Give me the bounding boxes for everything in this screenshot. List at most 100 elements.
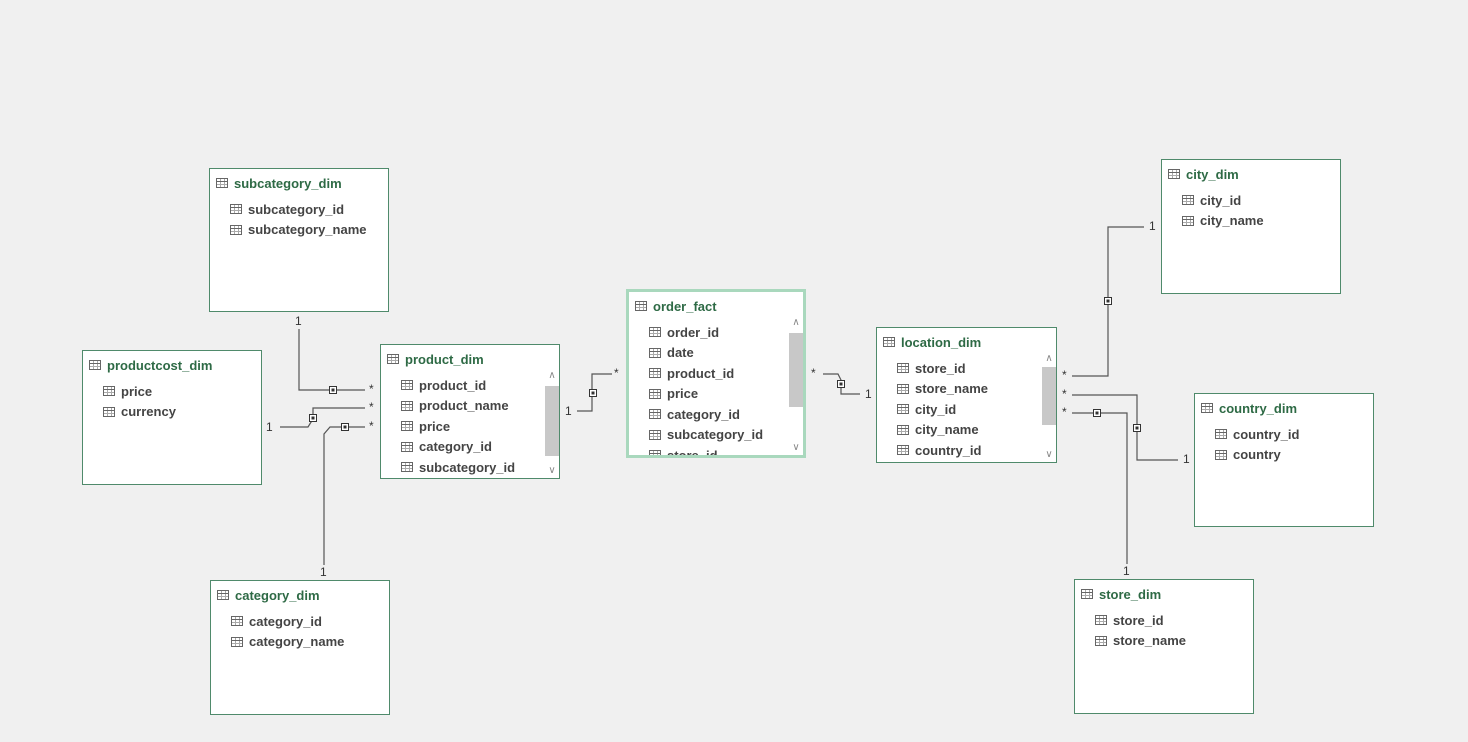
field-row[interactable]: country_id bbox=[897, 440, 1056, 461]
field-name: city_id bbox=[915, 401, 957, 417]
scroll-down-icon[interactable]: ∨ bbox=[792, 442, 800, 453]
field-row[interactable]: price bbox=[649, 384, 803, 405]
field-row[interactable]: subcategory_name bbox=[230, 220, 388, 241]
field-row[interactable]: subcategory_id bbox=[401, 457, 559, 478]
field-row[interactable]: currency bbox=[103, 402, 261, 423]
table-header[interactable]: location_dim bbox=[883, 333, 981, 351]
field-name: store_id bbox=[1113, 612, 1164, 628]
field-row[interactable]: city_name bbox=[897, 420, 1056, 441]
column-icon bbox=[401, 380, 413, 391]
field-row[interactable]: country bbox=[1215, 445, 1373, 466]
field-row[interactable]: order_id bbox=[649, 322, 803, 343]
field-row[interactable]: country_id bbox=[1215, 424, 1373, 445]
field-row[interactable]: category_id bbox=[231, 611, 389, 632]
field-row[interactable]: category_name bbox=[231, 632, 389, 653]
field-name: price bbox=[667, 386, 699, 402]
field-row[interactable]: store_id bbox=[649, 445, 803, 455]
scroll-up-icon[interactable]: ∧ bbox=[548, 370, 556, 381]
field-row[interactable]: city_name bbox=[1182, 211, 1340, 232]
field-row[interactable]: store_name bbox=[897, 379, 1056, 400]
column-icon bbox=[649, 450, 661, 455]
vertical-scrollbar[interactable]: ∧∨ bbox=[545, 370, 559, 478]
relationship-line-category-dim-product-dim[interactable] bbox=[323, 426, 365, 565]
cardinality-one-label: 1 bbox=[295, 314, 302, 328]
scroll-down-icon[interactable]: ∨ bbox=[1045, 449, 1053, 460]
cardinality-many-label: * bbox=[1062, 368, 1067, 382]
field-name: subcategory_name bbox=[248, 222, 367, 238]
table-header[interactable]: subcategory_dim bbox=[216, 174, 342, 192]
table-title: productcost_dim bbox=[107, 357, 213, 373]
table-header[interactable]: product_dim bbox=[387, 350, 484, 368]
scroll-thumb[interactable] bbox=[545, 386, 559, 456]
table-header[interactable]: city_dim bbox=[1168, 165, 1239, 183]
relationship-line-store-dim-location-dim[interactable] bbox=[1072, 412, 1128, 564]
table-header[interactable]: category_dim bbox=[217, 586, 320, 604]
column-icon bbox=[1215, 429, 1227, 440]
relationship-line-productcost-dim-product-dim[interactable] bbox=[280, 407, 365, 428]
scroll-thumb[interactable] bbox=[789, 333, 803, 407]
field-row[interactable]: price bbox=[401, 416, 559, 437]
column-icon bbox=[649, 429, 661, 440]
field-name: category_id bbox=[419, 439, 492, 455]
scroll-up-icon[interactable]: ∧ bbox=[1045, 353, 1053, 364]
table-icon bbox=[89, 360, 101, 370]
field-row[interactable]: price bbox=[103, 381, 261, 402]
field-row[interactable]: subcategory_id bbox=[230, 199, 388, 220]
cardinality-one-label: 1 bbox=[266, 420, 273, 434]
scroll-down-icon[interactable]: ∨ bbox=[548, 465, 556, 476]
filter-arrow-icon bbox=[1106, 299, 1110, 303]
field-name: country_id bbox=[1233, 426, 1300, 442]
field-row[interactable]: city_id bbox=[897, 399, 1056, 420]
table-header[interactable]: productcost_dim bbox=[89, 356, 212, 374]
column-icon bbox=[401, 400, 413, 411]
table-header[interactable]: country_dim bbox=[1201, 399, 1297, 417]
table-icon bbox=[217, 590, 229, 600]
filter-arrow-icon bbox=[1095, 411, 1099, 415]
filter-arrow-icon bbox=[1135, 426, 1139, 430]
field-row[interactable]: product_id bbox=[401, 375, 559, 396]
relationship-line-country-dim-location-dim[interactable] bbox=[1072, 394, 1178, 461]
field-row[interactable]: date bbox=[649, 343, 803, 364]
field-row[interactable]: store_id bbox=[1095, 610, 1253, 631]
field-name: category_id bbox=[249, 613, 322, 629]
field-row[interactable]: subcategory_id bbox=[649, 425, 803, 446]
relationship-line-subcategory-dim-product-dim[interactable] bbox=[298, 329, 365, 391]
column-icon bbox=[1095, 635, 1107, 646]
field-list: store_id store_name bbox=[1095, 610, 1253, 651]
field-row[interactable]: product_name bbox=[401, 396, 559, 417]
cardinality-one-label: 1 bbox=[565, 404, 572, 418]
table-icon bbox=[216, 178, 228, 188]
vertical-scrollbar[interactable]: ∧∨ bbox=[789, 317, 803, 455]
scroll-up-icon[interactable]: ∧ bbox=[792, 317, 800, 328]
field-name: subcategory_id bbox=[419, 459, 516, 475]
field-row[interactable]: category_id bbox=[401, 437, 559, 458]
table-header[interactable]: store_dim bbox=[1081, 585, 1161, 603]
filter-arrow-icon bbox=[331, 388, 335, 392]
column-icon bbox=[103, 386, 115, 397]
table-title: category_dim bbox=[235, 587, 320, 603]
field-row[interactable]: category_id bbox=[649, 404, 803, 425]
field-name: store_name bbox=[915, 381, 988, 397]
column-icon bbox=[1182, 195, 1194, 206]
table-card-store-dim[interactable]: store_dim store_id store_name bbox=[1074, 579, 1254, 714]
vertical-scrollbar[interactable]: ∧∨ bbox=[1042, 353, 1056, 462]
field-row[interactable]: store_id bbox=[897, 358, 1056, 379]
field-row[interactable]: product_id bbox=[649, 363, 803, 384]
table-header[interactable]: order_fact bbox=[635, 297, 717, 315]
column-icon bbox=[897, 404, 909, 415]
scroll-thumb[interactable] bbox=[1042, 367, 1056, 425]
table-card-category-dim[interactable]: category_dim category_id category_name bbox=[210, 580, 390, 715]
field-list: subcategory_id subcategory_name bbox=[230, 199, 388, 240]
field-row[interactable]: city_id bbox=[1182, 190, 1340, 211]
table-title: subcategory_dim bbox=[234, 175, 342, 191]
field-row[interactable]: store_name bbox=[1095, 631, 1253, 652]
